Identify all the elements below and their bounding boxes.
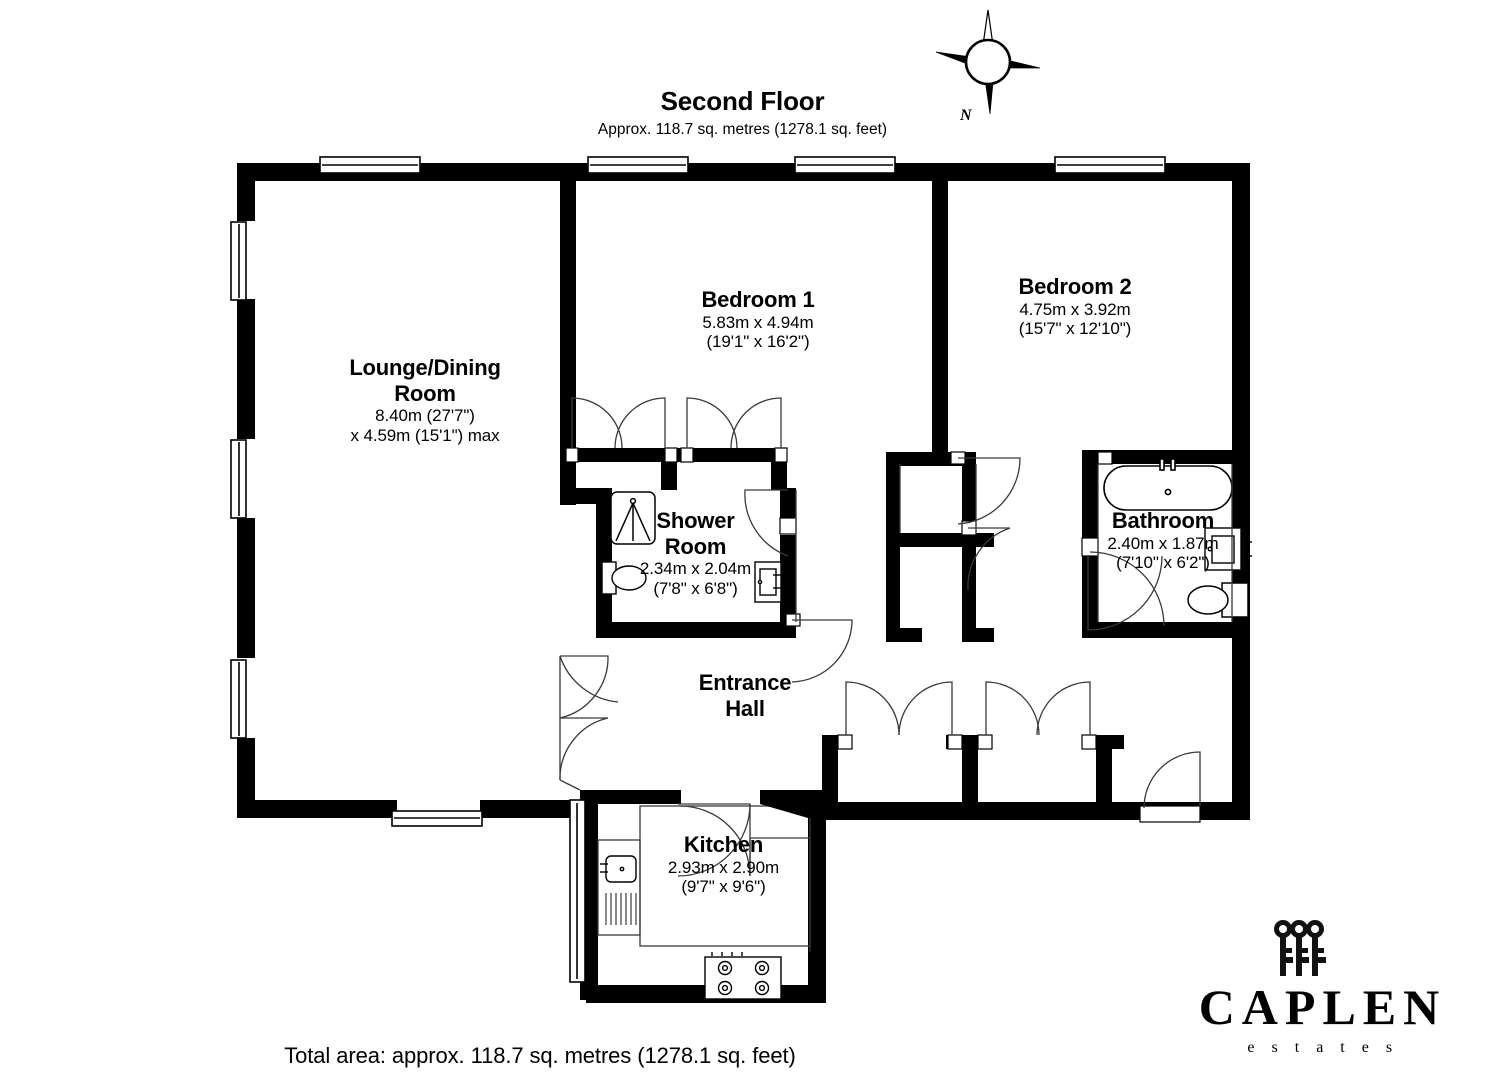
compass-rose: N xyxy=(932,6,1044,126)
room-dims-metric: 2.34m x 2.04m xyxy=(639,559,752,579)
total-area-footer: Total area: approx. 118.7 sq. metres (12… xyxy=(0,1043,1080,1069)
shower-tray-icon xyxy=(610,491,656,545)
plan-area-subtitle: Approx. 118.7 sq. metres (1278.1 sq. fee… xyxy=(597,121,888,139)
room-label-shower-room: Shower Room 2.34m x 2.04m (7'8" x 6'8") xyxy=(578,508,813,598)
shower-toilet-icon xyxy=(601,561,647,595)
room-name: Entrance xyxy=(698,670,792,695)
room-label-kitchen: Kitchen 2.93m x 2.90m (9'7" x 9'6") xyxy=(601,832,846,897)
shower-basin-icon xyxy=(754,561,783,603)
room-dims-metric: 2.40m x 1.87m xyxy=(1107,533,1219,553)
room-dims-imperial: (19'1" x 16'2") xyxy=(706,332,810,352)
room-name: Shower xyxy=(656,508,735,533)
compass-rose-icon xyxy=(935,9,1041,115)
total-area-text: Total area: approx. 118.7 sq. metres (12… xyxy=(284,1043,796,1068)
room-dims-imperial: (7'8" x 6'8") xyxy=(653,578,738,598)
room-name-line2: Room xyxy=(664,533,727,559)
exterior-walls xyxy=(237,163,1250,1003)
windows xyxy=(230,156,1166,983)
thin-partitions xyxy=(795,464,1233,622)
compass-north-label: N xyxy=(960,107,972,124)
room-dims-imperial: (7'10" x 6'2") xyxy=(1116,553,1210,573)
kitchen-inner-outline xyxy=(749,837,811,952)
room-dims-imperial: (9'7" x 9'6") xyxy=(681,877,766,897)
room-name: Kitchen xyxy=(683,832,764,857)
bathtub-icon xyxy=(1103,458,1233,511)
kitchen-sink-icon xyxy=(600,855,637,883)
room-name-line2: Room xyxy=(394,380,456,406)
wash-basin-icon xyxy=(1204,527,1252,571)
room-name: Lounge/Dining xyxy=(349,355,501,380)
room-dims-imperial: (15'7" x 12'10") xyxy=(1018,319,1132,339)
three-keys-icon xyxy=(1185,918,1453,980)
hall-outline xyxy=(559,656,581,791)
room-name: Bedroom 2 xyxy=(1018,274,1132,299)
kitchen-drainer-icon xyxy=(605,893,637,925)
room-dims-metric: 5.83m x 4.94m xyxy=(702,312,814,332)
room-dims-metric: 8.40m (27'7") xyxy=(375,406,475,426)
toilet-icon xyxy=(1187,582,1249,618)
room-label-bathroom: Bathroom 2.40m x 1.87m (7'10" x 6'2") xyxy=(1032,508,1294,573)
brand-tagline: e s t a t e s xyxy=(1247,1039,1399,1056)
room-label-lounge-dining: Lounge/Dining Room 8.40m (27'7") x 4.59m… xyxy=(250,355,600,445)
room-dims-metric: 4.75m x 3.92m xyxy=(1019,299,1131,319)
room-dims-imperial: x 4.59m (15'1") max xyxy=(350,425,500,445)
brand-name: CAPLEN xyxy=(1198,979,1447,1035)
page-title: Second Floor xyxy=(660,86,825,116)
door-swings xyxy=(559,397,1201,877)
room-label-bedroom-1: Bedroom 1 5.83m x 4.94m (19'1" x 16'2") xyxy=(628,287,888,352)
room-dims-metric: 2.93m x 2.90m xyxy=(667,857,780,877)
room-name-line2: Hall xyxy=(725,695,765,721)
room-label-entrance-hall: Entrance Hall xyxy=(630,670,860,721)
door-jambs xyxy=(565,447,1201,823)
plan-header: Second Floor Approx. 118.7 sq. metres (1… xyxy=(0,86,1485,139)
brand-logo: CAPLEN e s t a t e s xyxy=(1185,918,1453,1056)
room-label-bedroom-2: Bedroom 2 4.75m x 3.92m (15'7" x 12'10") xyxy=(935,274,1215,339)
room-name: Bedroom 1 xyxy=(701,287,815,312)
hob-icon xyxy=(704,952,782,1000)
kitchen-corner-wall xyxy=(760,790,826,818)
room-name: Bathroom xyxy=(1111,508,1215,533)
